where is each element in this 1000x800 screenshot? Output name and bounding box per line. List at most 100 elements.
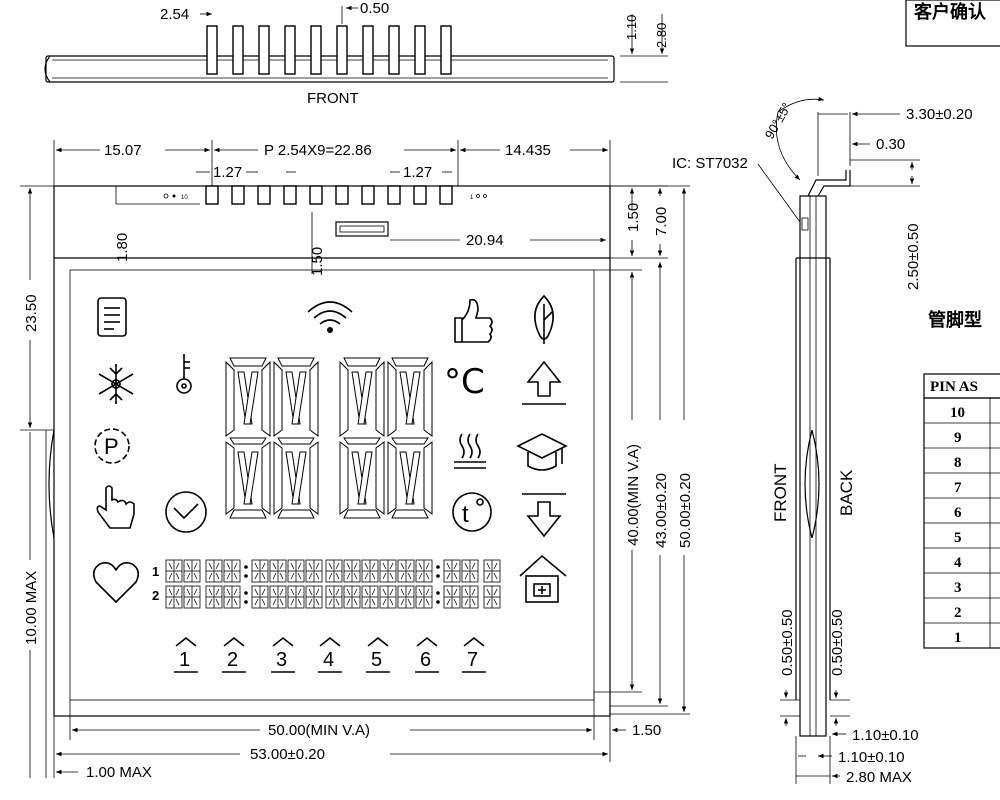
dim-1-27-b: 1.27	[403, 164, 432, 181]
side-body	[799, 195, 827, 737]
dim-50-00-w: 50.00(MIN V.A)	[268, 722, 370, 739]
front-dim-1-10: 1.10	[624, 15, 639, 40]
dim-40-00: 40.00(MIN V.A)	[625, 444, 642, 546]
graduation-cap-icon	[516, 433, 568, 471]
zone-3: 3	[271, 637, 295, 673]
wifi-icon	[307, 301, 353, 333]
front-dim-2-80: 2.80	[654, 23, 669, 48]
dim-1-50-ic: 1.50	[309, 247, 326, 276]
side-view: 3.30±0.20 0.30 2.50±0.50 90°±5° IC: ST70…	[672, 96, 973, 786]
front-bar	[45, 55, 615, 83]
zone-1: 1	[174, 637, 198, 673]
dim-0-30: 0.30	[876, 136, 905, 153]
front-view: 2.54 0.50 FRONT 1.10 2.80	[44, 0, 669, 107]
pin-row-10: 10	[950, 405, 965, 421]
main-pins	[205, 185, 453, 205]
hand-pointer-icon	[96, 485, 135, 529]
dim-1-50-right: 1.50	[632, 722, 661, 739]
home-icon	[519, 554, 567, 603]
pin-row-7: 7	[954, 480, 962, 496]
svg-text:2: 2	[152, 588, 159, 603]
pin-row-6: 6	[954, 505, 962, 521]
zone-6: 6	[415, 637, 439, 673]
svg-text:5: 5	[371, 649, 382, 671]
side-back-label: BACK	[837, 469, 856, 516]
pin-width-label: 0.50	[360, 0, 389, 17]
pin-10-mark: 10	[181, 195, 188, 201]
celsius-icon: °C	[444, 362, 485, 402]
dim-53-00: 53.00±0.20	[250, 746, 325, 763]
pin-row-9: 9	[954, 430, 962, 446]
dim-1-80: 1.80	[114, 233, 131, 262]
dim-1-27-a: 1.27	[213, 164, 242, 181]
zone-5: 5	[366, 637, 390, 673]
ic-chip	[335, 221, 389, 237]
pin-table: PIN AS 10 9 8 7 6 5 4 3 2 1	[923, 373, 1000, 649]
svg-text:t: t	[462, 501, 469, 528]
confirm-box	[905, 0, 1000, 47]
pin-table-header: PIN AS	[930, 379, 978, 395]
zone-4: 4	[318, 637, 342, 673]
dim-10-00-max: 10.00 MAX	[23, 571, 40, 645]
confirm-label: 客户确认	[914, 1, 987, 23]
pin-row-3: 3	[954, 580, 962, 596]
svg-text:4: 4	[323, 649, 334, 671]
svg-text:P: P	[104, 434, 119, 459]
dim-23-50: 23.50	[23, 294, 40, 332]
front-label: FRONT	[307, 90, 359, 107]
leaf-icon	[534, 294, 554, 344]
dim-43-00: 43.00±0.20	[653, 473, 670, 548]
main-view: 10 1 15.07 P 2.54X9=22.86 14.435 1.27 1.…	[20, 140, 694, 781]
heat-icon	[454, 433, 486, 469]
dim-14-435: 14.435	[505, 142, 551, 159]
zone-indicators: 1 2 3 4 5 6 7	[174, 637, 486, 673]
dim-1-50-top: 1.50	[625, 203, 642, 232]
svg-text:1: 1	[152, 564, 159, 579]
dim-1-10-a: 1.10±0.10	[852, 727, 919, 744]
pin-1-mark: 1	[470, 195, 474, 201]
viewing-area	[69, 269, 595, 701]
dim-2-80-max: 2.80 MAX	[846, 769, 912, 786]
pin-row-8: 8	[954, 455, 962, 471]
zone-2: 2	[222, 637, 246, 673]
pin-row-2: 2	[954, 605, 962, 621]
ic-label: IC: ST7032	[672, 155, 748, 172]
svg-text:7: 7	[467, 649, 478, 671]
zone-7: 7	[462, 637, 486, 673]
dim-1-10-b: 1.10±0.10	[838, 749, 905, 766]
pin-row-4: 4	[954, 555, 962, 571]
svg-text:1: 1	[179, 649, 190, 671]
dim-0-50-left: 0.50±0.50	[779, 609, 796, 676]
timer-icon: t	[452, 492, 492, 532]
dim-3-30: 3.30±0.20	[906, 106, 973, 123]
side-front-label: FRONT	[771, 463, 790, 522]
heart-icon	[92, 562, 140, 604]
dim-1-00-max: 1.00 MAX	[86, 764, 152, 781]
dim-0-50-right: 0.50±0.50	[829, 609, 846, 676]
pin-row-1: 1	[954, 630, 962, 646]
pin-row-5: 5	[954, 530, 962, 546]
angle-label: 90°±5°	[762, 100, 795, 141]
small-digit-rows: 1 2	[152, 559, 501, 609]
dim-pin-pitch: P 2.54X9=22.86	[264, 142, 372, 159]
dim-2-50: 2.50±0.50	[905, 223, 922, 290]
large-digits	[225, 357, 433, 519]
pitch-label: 2.54	[160, 6, 189, 23]
dim-15-07: 15.07	[104, 142, 142, 159]
down-arrow-icon	[522, 493, 566, 538]
dim-50-00-h: 50.00±0.20	[677, 473, 694, 548]
svg-text:2: 2	[227, 649, 238, 671]
parking-icon: P	[94, 428, 130, 464]
thumbs-up-icon	[454, 298, 493, 343]
dim-20-94: 20.94	[466, 232, 504, 249]
clock-icon	[165, 491, 207, 533]
up-arrow-icon	[522, 360, 566, 405]
pin-def-title: 管脚型	[928, 309, 982, 331]
key-icon	[176, 354, 192, 394]
front-pins	[206, 25, 452, 75]
document-icon	[97, 297, 127, 337]
dim-7-00: 7.00	[653, 207, 670, 236]
module-outline	[53, 185, 611, 717]
snowflake-icon	[98, 364, 134, 404]
